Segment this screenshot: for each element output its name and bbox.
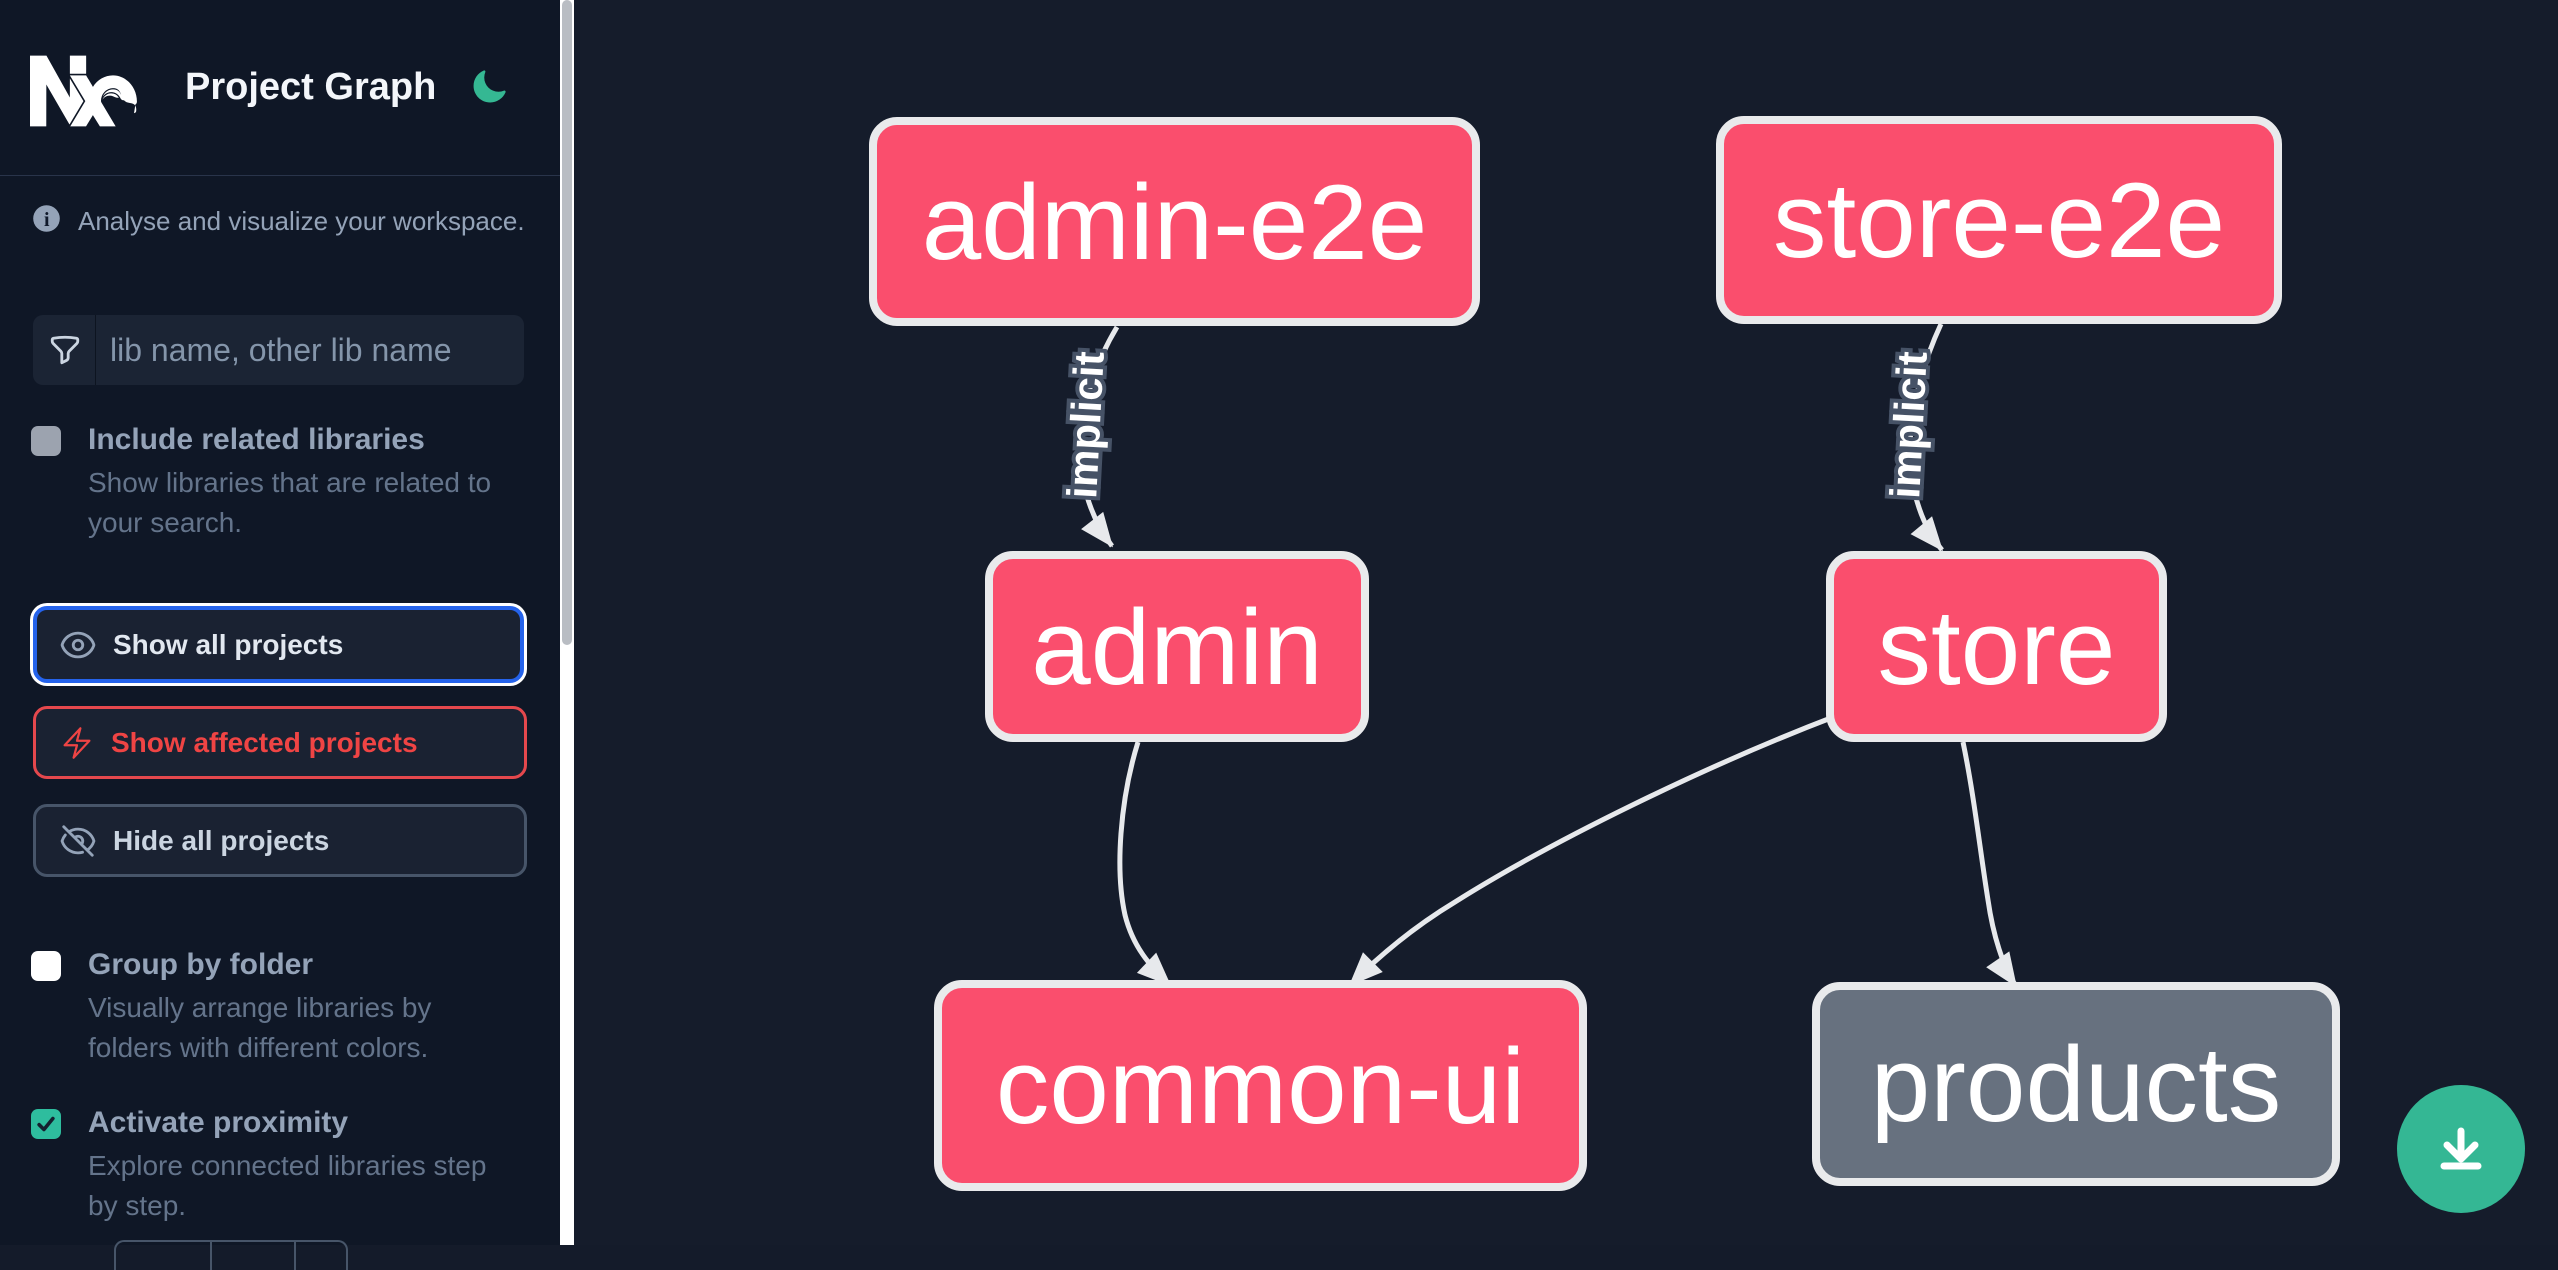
svg-text:implicit: implicit: [1058, 350, 1113, 499]
svg-text:implicit: implicit: [1881, 350, 1936, 499]
svg-text:i: i: [44, 209, 50, 231]
